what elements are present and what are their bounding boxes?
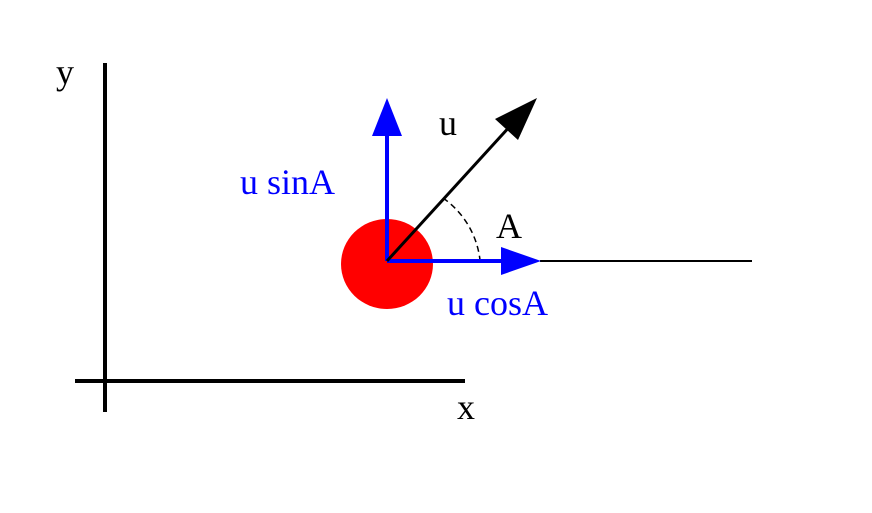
- velocity-vector-arrowhead: [495, 98, 537, 140]
- angle-label: A: [496, 206, 522, 246]
- vertical-component-arrowhead: [372, 98, 402, 136]
- vertical-component-label: u sinA: [240, 162, 335, 202]
- angle-arc: [442, 197, 481, 261]
- horizontal-component-arrowhead: [501, 247, 541, 275]
- particle: [341, 219, 433, 309]
- horizontal-component-label: u cosA: [447, 283, 548, 323]
- x-axis-label: x: [457, 387, 475, 427]
- velocity-vector-shaft: [385, 122, 514, 263]
- y-axis-label: y: [56, 52, 74, 92]
- velocity-label: u: [439, 103, 457, 143]
